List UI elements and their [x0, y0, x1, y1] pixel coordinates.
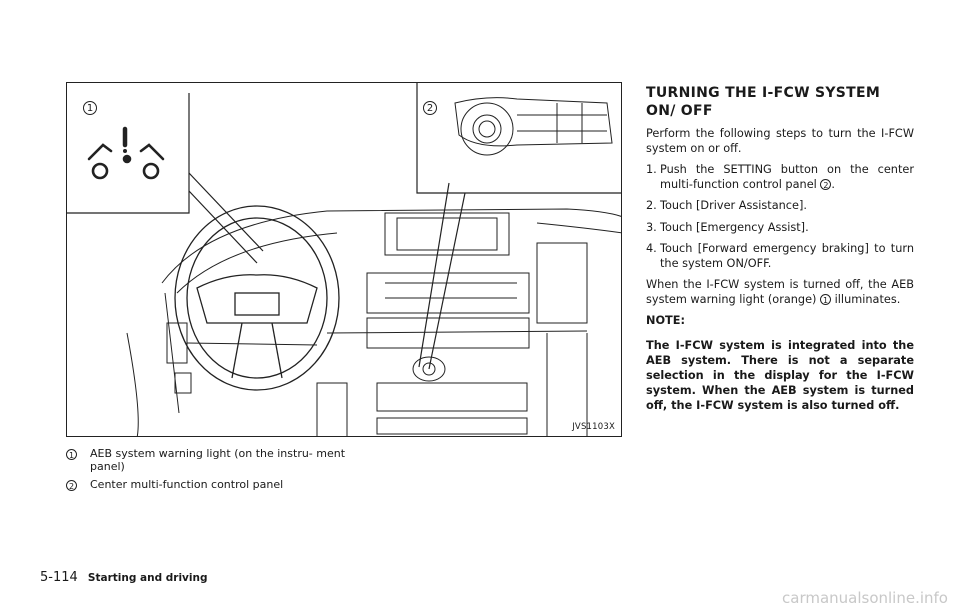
page-number: 5-114 — [40, 570, 78, 585]
legend-number: 1 — [66, 448, 77, 460]
step-text: Touch [Emergency Assist]. — [660, 220, 809, 234]
inset-1-frame — [67, 93, 190, 214]
aeb-warning-light-icon — [87, 126, 165, 180]
step-text: Touch [Forward emergency braking] to tur… — [660, 242, 914, 270]
legend-item: 1 AEB system warning light (on the instr… — [66, 447, 366, 473]
legend-item: 2 Center multi-function control panel — [66, 478, 366, 491]
after-text: When the I-FCW system is turned off, the… — [646, 278, 914, 306]
after-ref: 1 — [820, 294, 832, 305]
note-label: NOTE: — [646, 314, 685, 327]
step-number: 3. — [646, 220, 657, 234]
intro-paragraph: Perform the following steps to turn the … — [646, 127, 914, 155]
legend-text: AEB system warning light (on the instru-… — [90, 447, 346, 473]
step-suffix: . — [831, 177, 835, 191]
note-text: The I-FCW system is integrated into the … — [646, 339, 914, 413]
step-item: 2. Touch [Driver Assistance]. — [646, 199, 914, 214]
step-number: 4. — [646, 242, 657, 255]
pointer-line-1 — [188, 172, 264, 252]
center-console — [366, 212, 621, 436]
dashboard-outline — [126, 208, 621, 436]
callout-2: 2 — [423, 101, 437, 115]
control-panel-detail — [454, 97, 613, 156]
callout-1: 1 — [83, 101, 97, 115]
inset-2-frame — [416, 83, 621, 194]
step-ref: 2 — [820, 179, 832, 190]
section-name: Starting and driving — [87, 572, 208, 584]
instructions-section: TURNING THE I-FCW SYSTEM ON/ OFF Perform… — [646, 84, 914, 425]
step-number: 1. — [646, 163, 657, 176]
pointer-line-2 — [418, 182, 450, 368]
step-number: 2. — [646, 199, 657, 212]
after-suffix: illuminates. — [834, 292, 901, 306]
steering-wheel — [174, 205, 340, 391]
step-text: Push the SETTING button on the center mu… — [660, 163, 914, 191]
dashboard-line-art — [67, 83, 621, 436]
figure-code: JVS1103X — [572, 422, 615, 432]
dashboard-illustration: 1 2 JVS1103X — [66, 82, 622, 437]
legend-text: Center multi-function control panel — [90, 478, 284, 491]
figure-legend: 1 AEB system warning light (on the instr… — [66, 447, 366, 496]
step-text: Touch [Driver Assistance]. — [660, 199, 807, 212]
legend-number: 2 — [66, 479, 77, 491]
step-item: 3. Touch [Emergency Assist]. — [646, 221, 914, 236]
watermark: carmanualsonline.info — [782, 589, 948, 607]
section-heading: TURNING THE I-FCW SYSTEM ON/ OFF — [646, 85, 881, 119]
steps-list: 1. Push the SETTING button on the center… — [646, 163, 914, 271]
page-footer: 5-114 Starting and driving — [40, 570, 208, 585]
after-paragraph: When the I-FCW system is turned off, the… — [646, 278, 914, 307]
step-item: 4. Touch [Forward emergency braking] to … — [646, 242, 914, 271]
step-item: 1. Push the SETTING button on the center… — [646, 163, 914, 192]
